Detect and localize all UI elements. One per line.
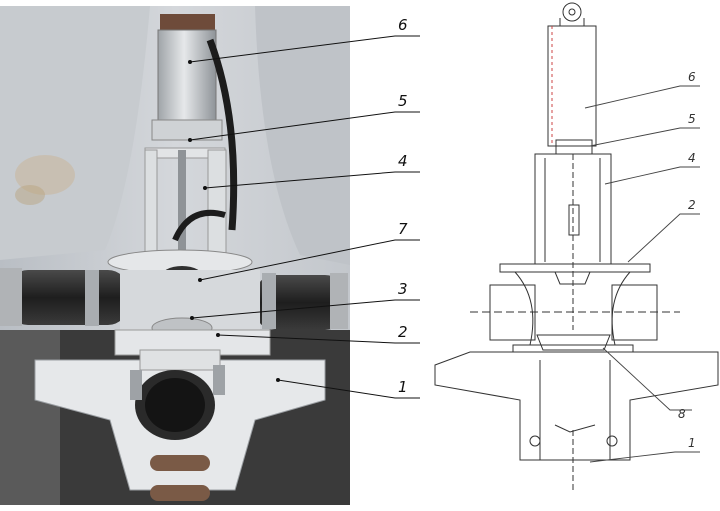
drawing-callout-8: 8 <box>678 407 686 421</box>
drawing-cylinder <box>547 25 597 147</box>
drawing-leaders <box>584 85 700 463</box>
outlet-pipe-inner <box>145 378 205 432</box>
leader-2 <box>217 334 420 344</box>
tank-right <box>255 6 350 265</box>
coupling <box>568 204 580 236</box>
leader-dot <box>198 278 202 282</box>
cylinder-flange <box>151 119 223 141</box>
drawing-callout-1: 1 <box>688 436 696 450</box>
rod <box>178 150 186 250</box>
drawing-valve-top <box>554 271 591 285</box>
dleader-6 <box>584 85 700 109</box>
callout-3: 3 <box>398 280 408 298</box>
cylinder <box>157 29 217 131</box>
callout-1: 1 <box>398 378 408 396</box>
air-line <box>206 38 238 231</box>
frame-posts <box>544 158 601 262</box>
leader-dot <box>216 333 220 337</box>
leader-dot <box>203 186 207 190</box>
air-line <box>172 209 226 242</box>
drawing-bolt <box>606 435 618 447</box>
leader-dot <box>188 60 192 64</box>
technical-drawing <box>434 2 719 490</box>
lifting-eye-hole <box>568 8 576 16</box>
dleader-4 <box>604 166 700 185</box>
photo: 6 5 4 7 3 2 1 <box>0 6 420 505</box>
leader-1 <box>277 379 420 399</box>
dleader-8 <box>602 347 692 411</box>
hose-left <box>8 270 128 325</box>
dleader-2 <box>627 213 700 263</box>
hose-clamp <box>330 273 348 329</box>
callout-2: 2 <box>398 323 408 341</box>
drawing-callout-6: 6 <box>688 70 696 84</box>
callout-5: 5 <box>398 92 408 110</box>
bolt <box>213 365 225 395</box>
roller <box>150 485 210 501</box>
ground-left <box>0 330 60 505</box>
roller <box>150 455 210 471</box>
leader-7 <box>199 239 420 281</box>
leader-3 <box>191 299 420 319</box>
leader-5 <box>189 111 420 141</box>
leader-dot <box>190 316 194 320</box>
drawing-callout-2: 2 <box>688 198 696 212</box>
lifting-eye <box>562 2 582 22</box>
hose-clamp <box>262 273 276 329</box>
hose-clamp <box>0 268 22 326</box>
leader-dot <box>276 378 280 382</box>
dleader-1 <box>589 451 700 463</box>
drawing-bolt <box>529 435 541 447</box>
drawing-hopper <box>434 351 719 461</box>
callout-7: 7 <box>398 220 408 238</box>
rust-spot <box>15 185 45 205</box>
drawing-diaphragm <box>536 334 611 351</box>
frame-post <box>144 149 158 261</box>
dleader-5 <box>589 127 700 147</box>
drawing-outlet-walls <box>539 360 611 460</box>
bolt <box>130 370 142 400</box>
leader-4 <box>204 171 420 189</box>
bracket <box>139 349 221 371</box>
frame-post <box>207 149 227 261</box>
callout-6: 6 <box>398 16 408 34</box>
cylinder-cap <box>160 14 215 32</box>
rust-spot <box>15 155 75 195</box>
leader-6 <box>189 35 420 63</box>
hose-clamp <box>85 270 99 326</box>
hose-right <box>255 275 345 330</box>
photo-leaders <box>189 35 420 399</box>
eye-bracket <box>559 18 585 27</box>
drawing-callout-5: 5 <box>688 112 696 126</box>
drawing-outlet-curve <box>554 424 596 433</box>
drawing-base-plate <box>512 344 634 353</box>
drawing-flange <box>499 263 651 273</box>
drawing-cylinder-base <box>555 139 593 155</box>
leader-dot <box>188 138 192 142</box>
callout-4: 4 <box>398 152 408 170</box>
drawing-callout-4: 4 <box>688 151 696 165</box>
tank-left <box>0 6 150 260</box>
